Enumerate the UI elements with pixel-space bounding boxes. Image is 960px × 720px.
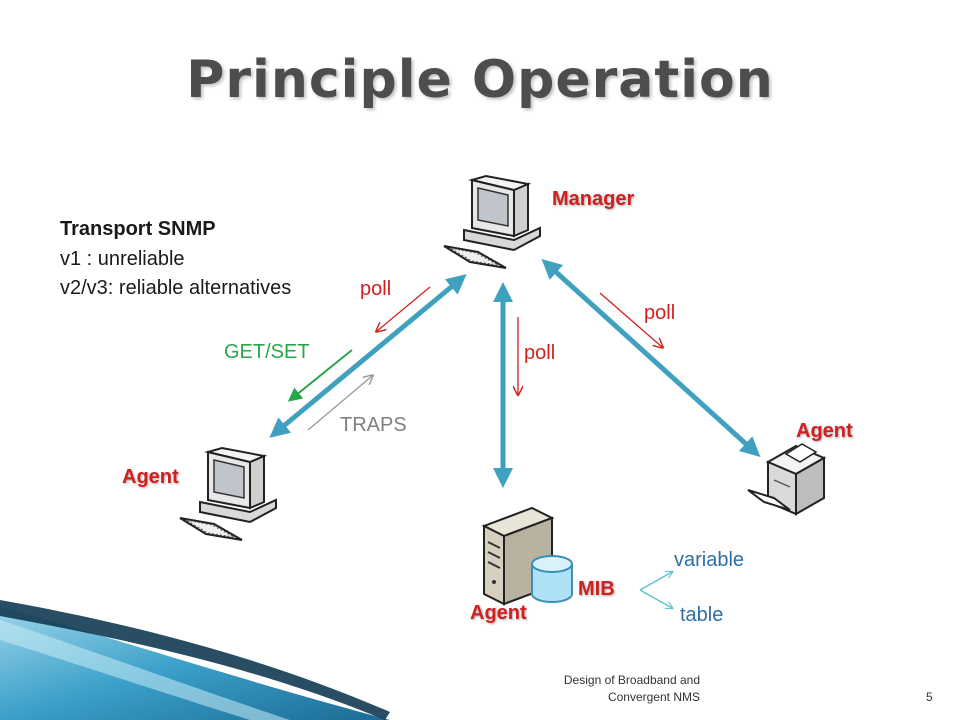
getset-label: GET/SET (224, 341, 310, 363)
getset-arrow (287, 349, 353, 402)
corner-swoosh (0, 600, 390, 720)
transport-heading: Transport SNMP (60, 218, 216, 240)
computer-icon (443, 174, 541, 269)
link-manager-agent-left (269, 274, 467, 438)
computer-icon (179, 446, 277, 541)
page-title: Principle Operation (186, 50, 774, 110)
footer-line-1: Design of Broadband and (563, 673, 700, 687)
page-number: 5 (926, 690, 933, 704)
footer-text: Design of Broadband and Convergent NMS (500, 672, 700, 706)
agent-right-label: Agent (796, 420, 853, 442)
database-icon (531, 555, 573, 603)
mib-variable-label: variable (674, 549, 745, 571)
poll-arrow-left (377, 286, 431, 331)
footer-line-2: Convergent NMS (607, 690, 700, 704)
transport-v1: v1 : unreliable (60, 248, 185, 270)
traps-label: TRAPS (340, 414, 407, 436)
mib-branch-table (639, 589, 672, 608)
traps-arrow (307, 376, 372, 431)
printer-icon (747, 443, 827, 516)
poll-label-left: poll (360, 278, 392, 300)
mib-branch-variable (639, 572, 672, 591)
transport-v2v3: v2/v3: reliable alternatives (60, 277, 292, 299)
manager-label: Manager (552, 188, 635, 210)
poll-arrow-right (599, 292, 662, 347)
poll-label-right: poll (644, 302, 676, 324)
mib-label: MIB (578, 578, 615, 600)
agent-bottom-label: Agent (470, 602, 527, 624)
link-manager-agent-right (541, 258, 761, 458)
mib-table-label: table (680, 604, 724, 626)
agent-left-label: Agent (122, 466, 179, 488)
poll-label-center: poll (524, 342, 556, 364)
